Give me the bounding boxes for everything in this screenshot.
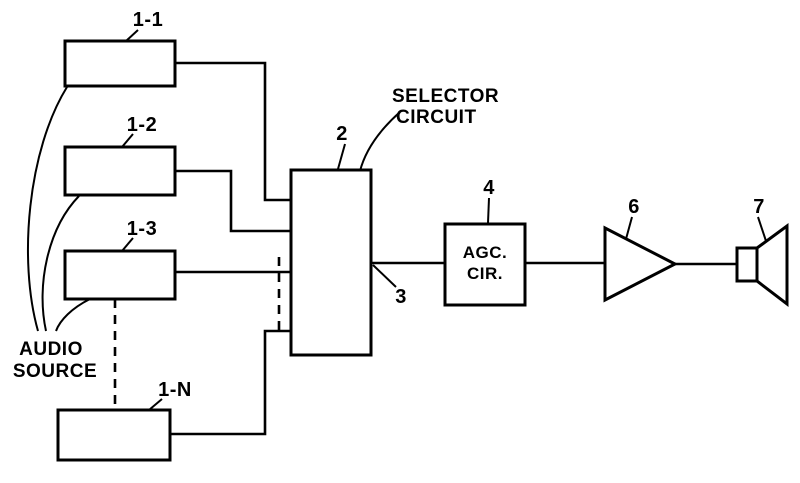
agc-label-line2: CIR.: [467, 264, 503, 283]
agc-box: [443, 222, 527, 307]
leader-line-1-2: [121, 133, 134, 148]
agc-ref-label: 4: [483, 177, 495, 199]
wire-1-1-to-selector: [175, 61, 291, 202]
leader-line-speaker-ref: [757, 216, 767, 242]
source-group-1-2: 1-2: [63, 114, 177, 197]
output-ref-label: 3: [395, 286, 407, 308]
leader-line-1-1: [125, 29, 139, 42]
source-group-1-N: 1-N: [56, 379, 192, 462]
audio-source-leader-to-1-3: [55, 298, 91, 332]
selector-caption-line2: CIRCUIT: [396, 107, 477, 128]
source-box-1-3: [63, 249, 177, 301]
leader-line-1-3: [121, 237, 134, 252]
source-ref-label-1-3: 1-3: [127, 218, 157, 240]
selector-caption-line1: SELECTOR: [392, 86, 499, 107]
amplifier-ref-label: 6: [628, 196, 640, 218]
source-box-1-N: [56, 408, 172, 462]
source-group-1-3: 1-3: [63, 218, 177, 301]
selector-box: [289, 168, 373, 357]
agc-group: AGC. CIR. 4: [443, 177, 527, 307]
amplifier-group: 6: [603, 196, 679, 303]
selector-group: 2 SELECTOR CIRCUIT: [289, 86, 499, 357]
wire-1-2-to-selector: [175, 169, 291, 233]
speaker-group: 7: [735, 196, 789, 308]
source-ref-label-1-2: 1-2: [127, 114, 157, 136]
selector-ref-label: 2: [336, 123, 348, 145]
leader-line-selector-ref: [337, 143, 346, 170]
audio-source-caption-group: AUDIO SOURCE: [13, 86, 97, 382]
wire-1-N-to-selector: [170, 329, 291, 436]
source-box-1-2: [63, 145, 177, 197]
leader-line-agc-ref: [487, 197, 490, 224]
source-ref-label-1-1: 1-1: [133, 9, 163, 31]
source-group-1-1: 1-1: [63, 9, 177, 88]
speaker-ref-label: 7: [753, 196, 765, 218]
leader-line-amplifier-ref: [625, 216, 633, 240]
speaker-driver-box: [735, 246, 759, 283]
speaker-cone-icon: [755, 223, 789, 308]
selector-caption-leader: [359, 111, 401, 172]
leader-line-1-N: [148, 398, 163, 411]
agc-label-line1: AGC.: [463, 243, 508, 262]
audio-source-caption-line1: AUDIO: [19, 339, 83, 360]
output-node-group: 3: [372, 264, 407, 308]
source-box-1-1: [63, 39, 177, 88]
audio-source-caption-line2: SOURCE: [13, 361, 97, 382]
audio-source-leader-to-1-1: [26, 86, 68, 332]
source-ref-label-1-N: 1-N: [158, 379, 192, 401]
leader-line-output-ref: [372, 264, 397, 288]
audio-source-leader-to-1-2: [41, 195, 80, 332]
amplifier-triangle-icon: [603, 225, 679, 303]
